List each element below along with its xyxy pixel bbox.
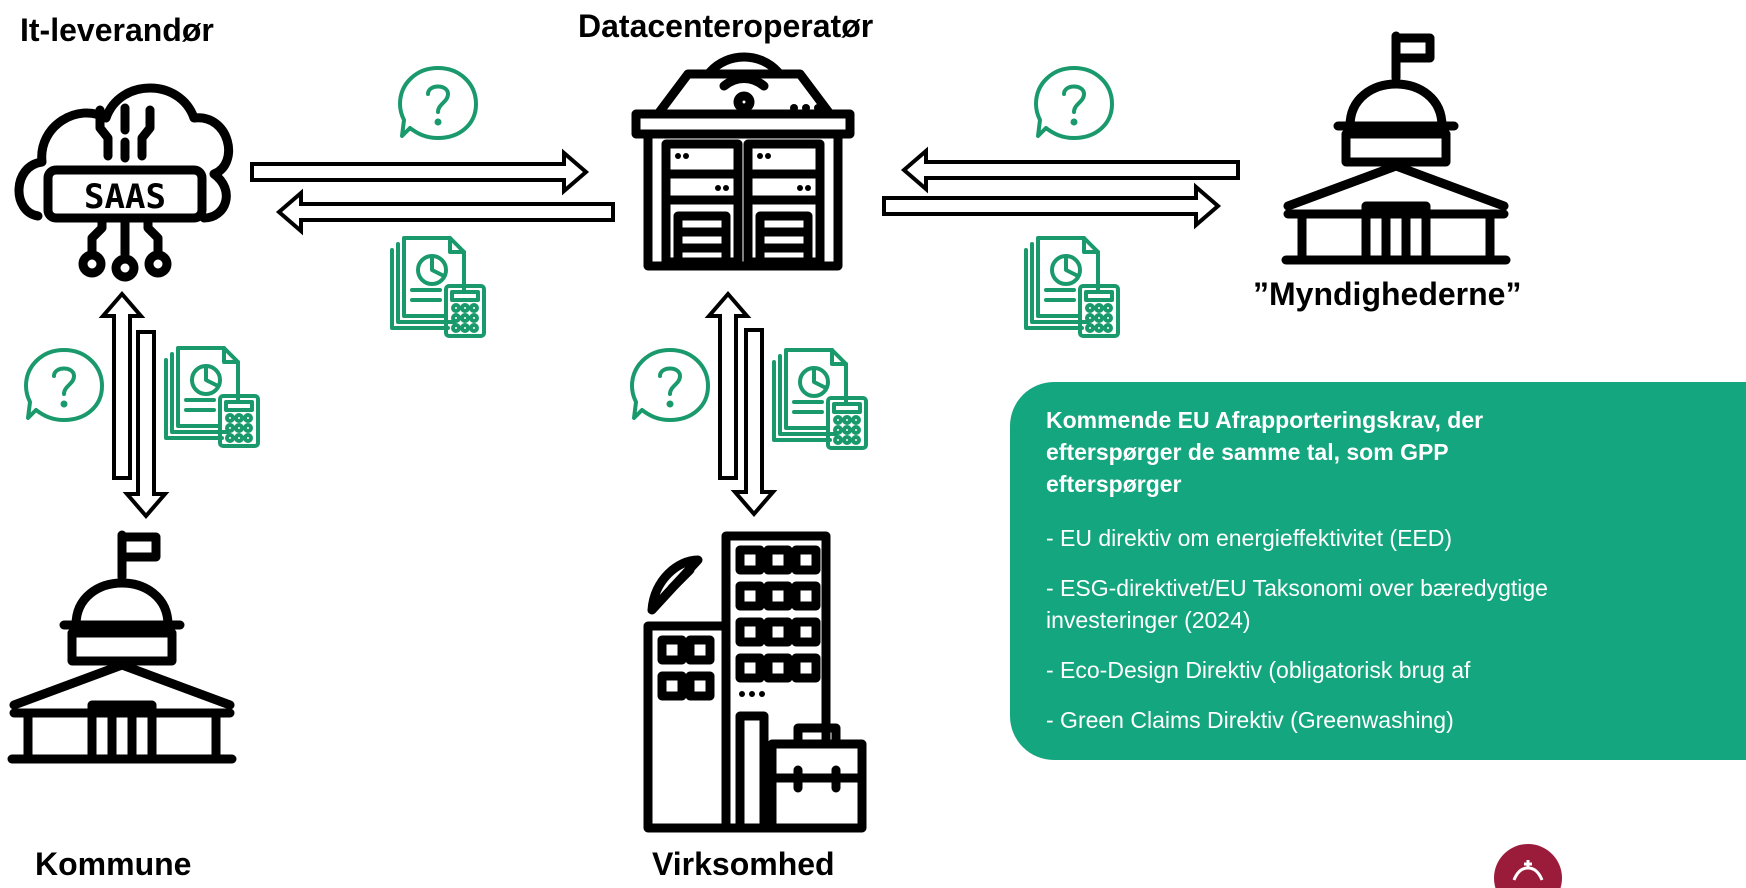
arrow-right-datacenter-to-authorities xyxy=(882,182,1222,230)
company-building-icon xyxy=(643,531,867,833)
saas-label: SAAS xyxy=(84,177,166,217)
datacenter-building-icon xyxy=(631,52,855,271)
arrow-down-datacenter-to-company xyxy=(730,328,778,518)
company-label: Virksomhed xyxy=(652,846,835,882)
question-bubble-icon xyxy=(24,348,104,422)
arrow-right-it-to-datacenter xyxy=(250,148,590,196)
datacenter-label: Datacenteroperatør xyxy=(578,8,874,44)
eu-requirements-title: Kommende EU Afrapporteringskrav, der eft… xyxy=(1046,407,1484,497)
arrow-up-municipality-to-it xyxy=(98,290,146,480)
authorities-label: ”Myndighederne” xyxy=(1253,276,1522,312)
question-bubble-icon xyxy=(630,348,710,422)
question-bubble-icon xyxy=(398,66,478,140)
crest-logo-icon xyxy=(1494,844,1562,888)
eu-requirement-item: - Green Claims Direktiv (Greenwashing) xyxy=(1046,707,1454,733)
arrow-down-it-to-municipality xyxy=(122,330,170,520)
arrow-left-authorities-to-datacenter xyxy=(900,146,1240,194)
eu-requirements-box: Kommende EU Afrapporteringskrav, der eft… xyxy=(1010,382,1746,760)
question-bubble-icon xyxy=(1034,66,1114,140)
it-supplier-label: It-leverandør xyxy=(20,12,214,48)
report-calculator-icon xyxy=(1024,236,1120,338)
report-calculator-icon xyxy=(164,346,260,448)
eu-requirement-item: - EU direktiv om energieffektivitet (EED… xyxy=(1046,525,1453,551)
eu-requirement-item: - Eco-Design Direktiv (obligatorisk brug… xyxy=(1046,657,1471,683)
arrow-up-company-to-datacenter xyxy=(704,290,752,480)
saas-cloud-icon: SAAS xyxy=(14,83,234,282)
eu-requirement-item: - ESG-direktivet/EU Taksonomi over bæred… xyxy=(1046,575,1548,633)
municipality-capitol-icon xyxy=(7,530,237,764)
report-calculator-icon xyxy=(772,348,868,450)
authorities-capitol-icon xyxy=(1281,31,1511,265)
municipality-label: Kommune xyxy=(35,846,192,882)
arrow-left-datacenter-to-it xyxy=(275,188,615,236)
report-calculator-icon xyxy=(390,236,486,338)
